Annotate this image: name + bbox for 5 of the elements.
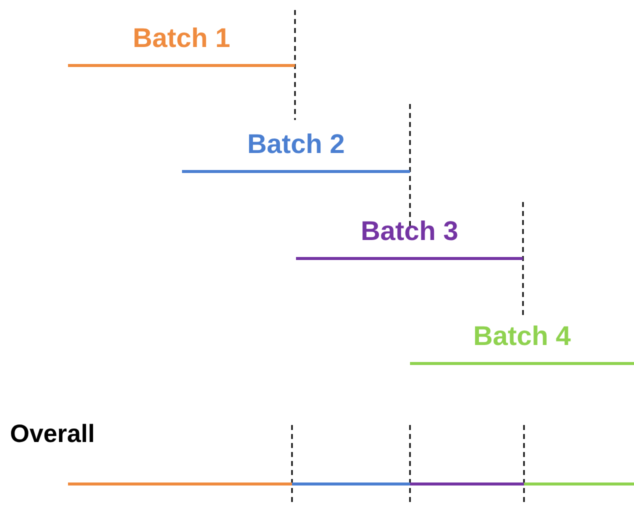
batch-label: Batch 3 bbox=[360, 215, 458, 248]
batch-label: Batch 2 bbox=[247, 128, 345, 161]
batch-label: Batch 4 bbox=[473, 320, 571, 353]
batch-label: Batch 1 bbox=[132, 22, 230, 55]
overall-label: Overall bbox=[10, 419, 95, 450]
